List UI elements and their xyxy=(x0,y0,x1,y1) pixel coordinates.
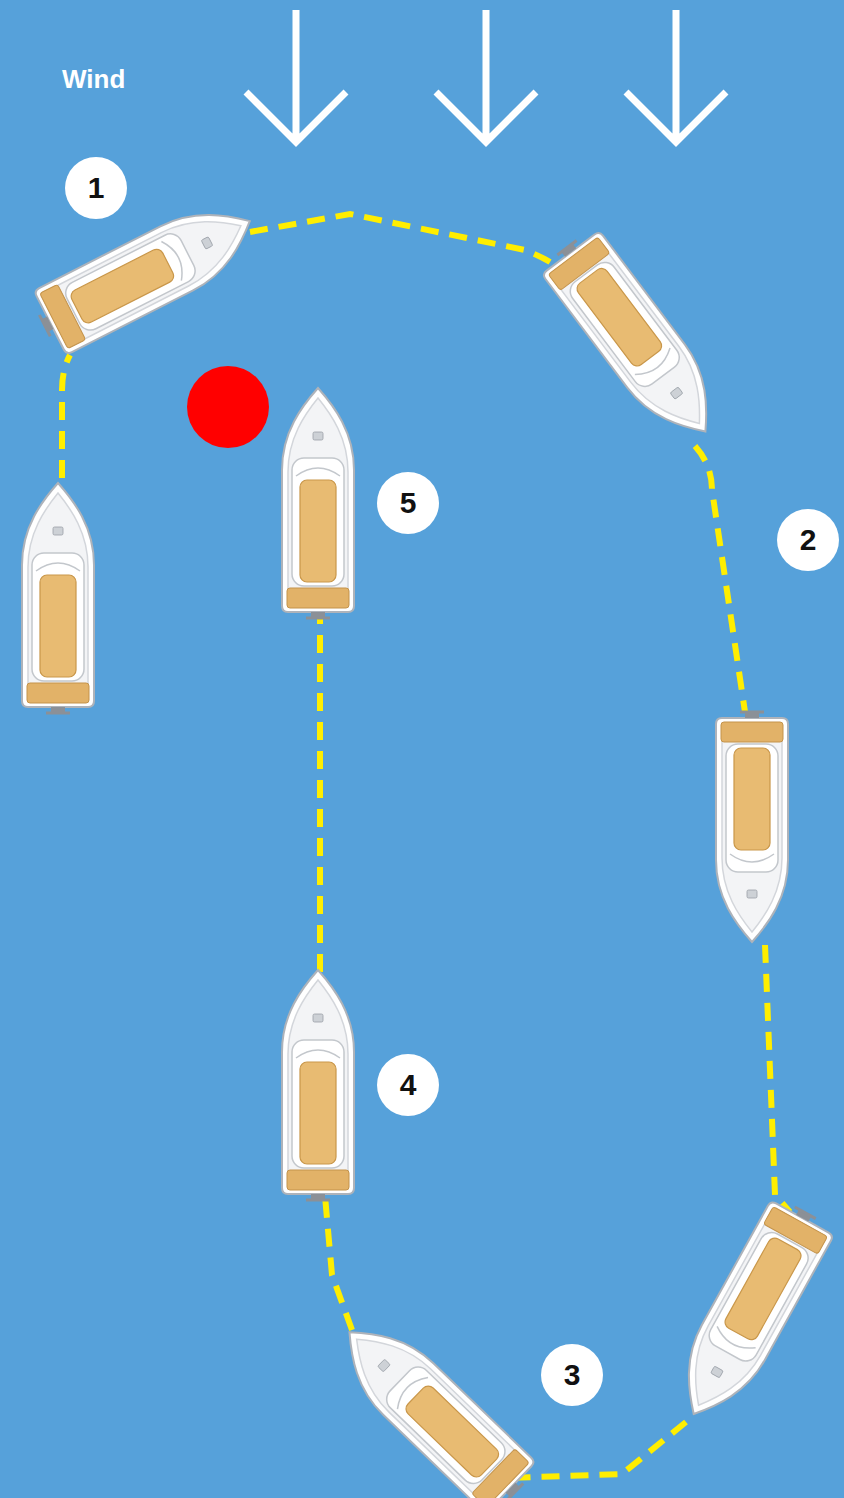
wind-label: Wind xyxy=(62,66,125,92)
boat xyxy=(324,1306,540,1498)
boat xyxy=(716,711,788,942)
callout-circle: 4 xyxy=(377,1054,439,1116)
callout-number: 5 xyxy=(400,488,417,518)
wind-arrow xyxy=(436,10,536,142)
callout-number: 3 xyxy=(564,1360,581,1390)
track-line xyxy=(695,446,745,712)
boat xyxy=(28,189,267,358)
track-line xyxy=(325,1196,352,1330)
callout-number: 1 xyxy=(88,173,105,203)
boat xyxy=(662,1194,837,1431)
boats xyxy=(22,189,837,1498)
callout-circle: 5 xyxy=(377,472,439,534)
callout-circle: 2 xyxy=(777,509,839,571)
boat xyxy=(538,225,735,453)
callout-number: 4 xyxy=(400,1070,417,1100)
wind-arrow xyxy=(246,10,346,142)
callout-circle: 1 xyxy=(65,157,127,219)
boat xyxy=(22,483,94,714)
callout-number: 2 xyxy=(800,525,817,555)
callout-circle: 3 xyxy=(541,1344,603,1406)
wind-arrows xyxy=(246,10,726,142)
track-line xyxy=(317,616,323,972)
wind-arrow xyxy=(626,10,726,142)
marker-buoy xyxy=(187,366,269,448)
boat xyxy=(282,970,354,1201)
boat xyxy=(282,388,354,619)
track xyxy=(62,214,790,1478)
track-line xyxy=(508,1422,686,1478)
track-line xyxy=(765,945,790,1212)
track-line xyxy=(250,214,572,278)
track-line xyxy=(62,355,70,478)
